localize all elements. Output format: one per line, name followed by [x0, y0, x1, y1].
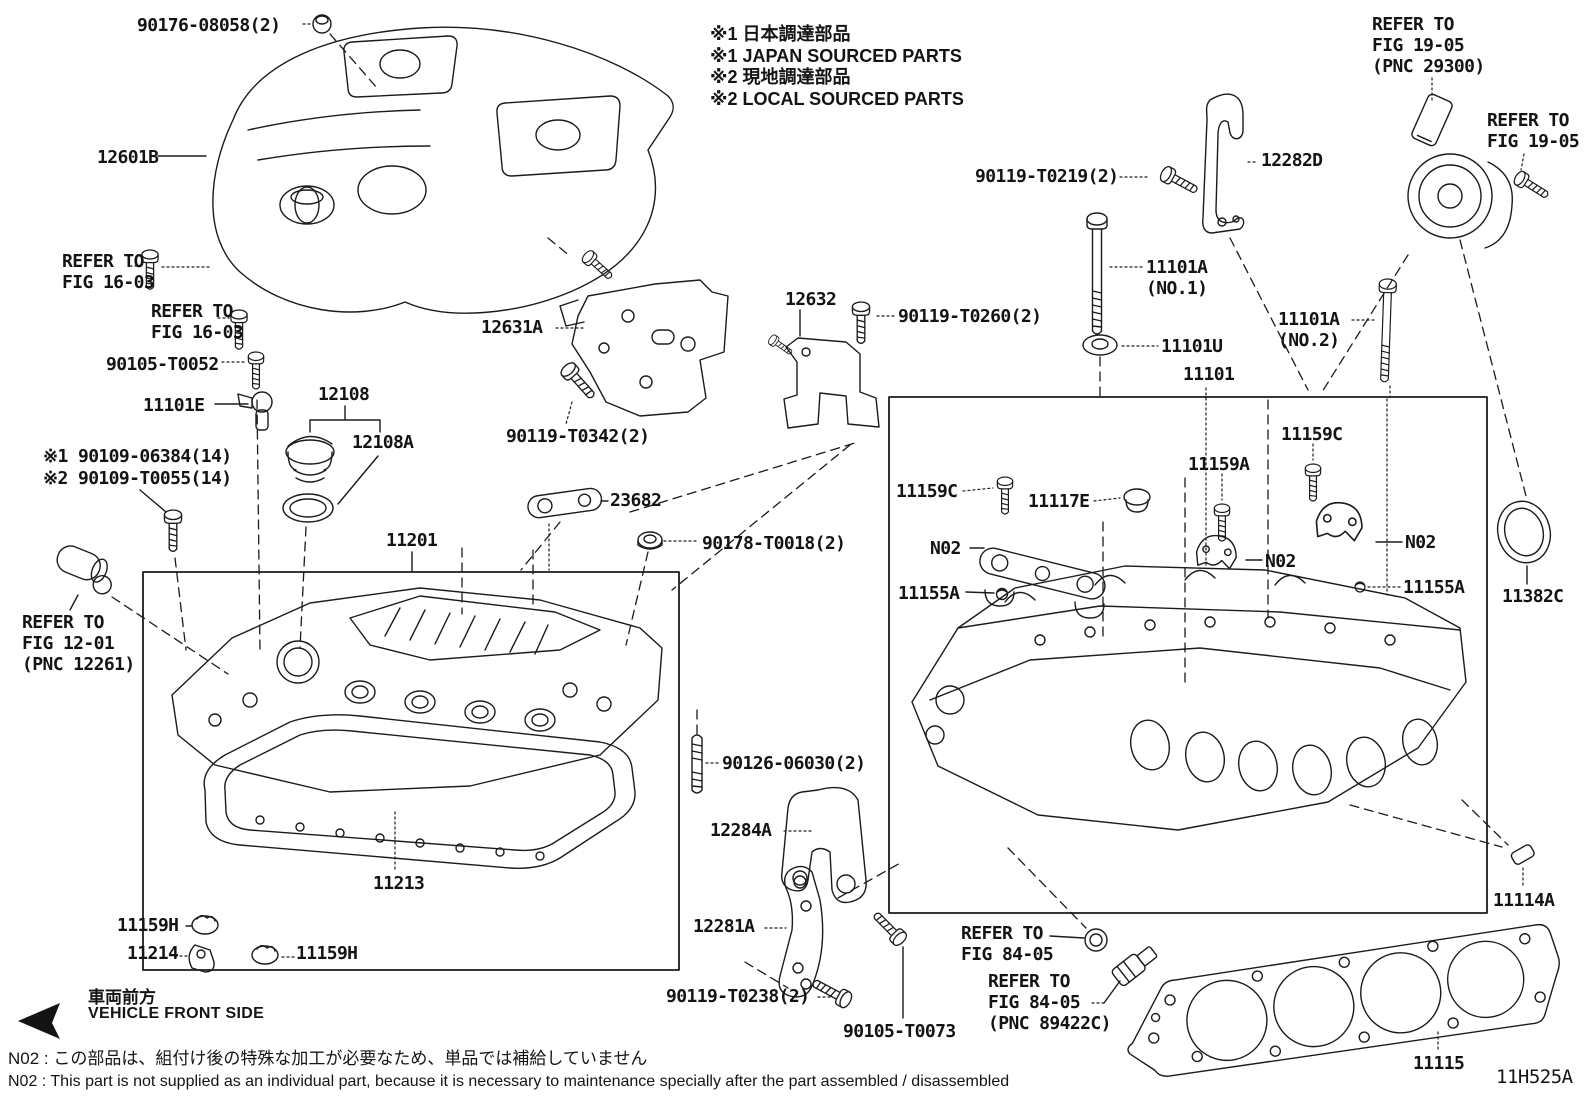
footnote-n02-en: N02 : This part is not supplied as an in…: [8, 1073, 1010, 1090]
label-n02: N02: [1265, 551, 1296, 572]
valve-cover-gasket-art: [203, 714, 636, 871]
grommets-art: [174, 915, 295, 973]
camshaft-caps-art: [962, 398, 1403, 689]
legend-line-en1: ※1 JAPAN SOURCED PARTS: [710, 45, 962, 66]
label-1-90109-06384-14: ※1 90109-06384(14): [43, 446, 232, 467]
label-11159h: 11159H: [296, 943, 358, 964]
pcv-pipe-art: [56, 545, 112, 595]
label-11155a: 11155A: [898, 583, 960, 604]
construction-lines-left: [174, 399, 859, 651]
seal-and-plug-art: [1461, 500, 1552, 889]
label-12284a: 12284A: [710, 820, 772, 841]
label-12281a: 12281A: [693, 916, 755, 937]
vehicle-front-label-en: VEHICLE FRONT SIDE: [88, 1005, 265, 1022]
footnote-n02-jp: N02 : この部品は、組付け後の特殊な加工が必要なため、単品では補給していませ…: [8, 1049, 648, 1068]
label-11159c: 11159C: [896, 481, 958, 502]
bracket-12631-art: [547, 237, 729, 425]
label-11159c: 11159C: [1281, 424, 1343, 445]
label-90105-t0052: 90105-T0052: [106, 354, 219, 375]
vehicle-front-arrow-icon: [18, 1003, 60, 1039]
label-11101u: 11101U: [1161, 336, 1223, 357]
legend-line-jp1: ※1 日本調達部品: [710, 24, 851, 44]
clamp-23682-art: [520, 487, 700, 646]
label-11159h: 11159H: [117, 915, 179, 936]
label-refer-to: REFER TO FIG 16-03: [62, 251, 155, 293]
cylinder-head-art: [911, 565, 1503, 929]
label-2-90109-t0055-14: ※2 90109-T0055(14): [43, 468, 232, 489]
label-11101a: 11101A (NO.1): [1146, 257, 1208, 299]
drawing-code: 11H525A: [1496, 1066, 1573, 1088]
engine-cover-art: [212, 26, 674, 314]
leader-refer-12-01: [69, 594, 79, 611]
label-11117e: 11117E: [1028, 491, 1090, 512]
hook-12282d-art: [1119, 93, 1309, 391]
label-90105-t0073: 90105-T0073: [843, 1021, 956, 1042]
label-90119-t0238-2: 90119-T0238(2): [666, 986, 810, 1007]
label-90119-t0342-2: 90119-T0342(2): [506, 426, 650, 447]
legend-line-en2: ※2 LOCAL SOURCED PARTS: [710, 88, 964, 109]
label-11155a: 11155A: [1403, 577, 1465, 598]
hooks-and-studs-art: [691, 709, 910, 1019]
label-12632: 12632: [785, 289, 837, 310]
label-11101a: 11101A (NO.2): [1278, 309, 1340, 351]
valve-cover-box: [142, 571, 680, 971]
coolant-sensor-art: [1049, 928, 1158, 1004]
label-11101: 11101: [1183, 364, 1235, 385]
label-12282d: 12282D: [1261, 150, 1323, 171]
label-90176-08058-2: 90176-08058(2): [137, 15, 281, 36]
label-refer-to: REFER TO FIG 12-01 (PNC 12261): [22, 612, 135, 675]
label-refer-to: REFER TO FIG 16-03: [151, 301, 244, 343]
label-12108: 12108: [318, 384, 370, 405]
label-n02: N02: [930, 538, 961, 559]
label-11201: 11201: [386, 530, 438, 551]
vehicle-front-label-jp: 車両前方: [88, 988, 156, 1007]
label-11213: 11213: [373, 873, 425, 894]
label-90178-t0018-2: 90178-T0018(2): [702, 533, 846, 554]
sourcing-legend: ※1 日本調達部品 ※1 JAPAN SOURCED PARTS ※2 現地調達…: [710, 24, 964, 110]
label-11159a: 11159A: [1188, 454, 1250, 475]
label-12108a: 12108A: [352, 432, 414, 453]
label-11101e: 11101E: [143, 395, 205, 416]
label-90126-06030-2: 90126-06030(2): [722, 753, 866, 774]
label-11115: 11115: [1413, 1053, 1465, 1074]
label-90119-t0260-2: 90119-T0260(2): [898, 306, 1042, 327]
label-refer-to: REFER TO FIG 84-05: [961, 923, 1054, 965]
bracket-12632-art: [766, 301, 896, 429]
oil-cap-and-sensor-art: [139, 391, 381, 552]
head-gasket-art: [1127, 923, 1560, 1077]
label-refer-to: REFER TO FIG 84-05 (PNC 89422C): [988, 971, 1111, 1034]
label-refer-to: REFER TO FIG 19-05: [1487, 110, 1580, 152]
vacuum-pump-art: [1321, 77, 1553, 497]
label-refer-to: REFER TO FIG 19-05 (PNC 29300): [1372, 14, 1485, 77]
fastener-icons-top-left: [129, 14, 378, 390]
head-bolts-art: [1082, 212, 1398, 566]
label-n02: N02: [1405, 532, 1436, 553]
label-12601b: 12601B: [97, 147, 159, 168]
label-90119-t0219-2: 90119-T0219(2): [975, 166, 1119, 187]
label-23682: 23682: [610, 490, 662, 511]
label-11214: 11214: [127, 943, 179, 964]
label-11114a: 11114A: [1493, 890, 1555, 911]
cylinder-head-box: [888, 396, 1488, 914]
valve-cover-art: [171, 587, 663, 793]
label-11382c: 11382C: [1502, 586, 1564, 607]
label-12631a: 12631A: [481, 317, 543, 338]
legend-line-jp2: ※2 現地調達部品: [710, 67, 851, 87]
